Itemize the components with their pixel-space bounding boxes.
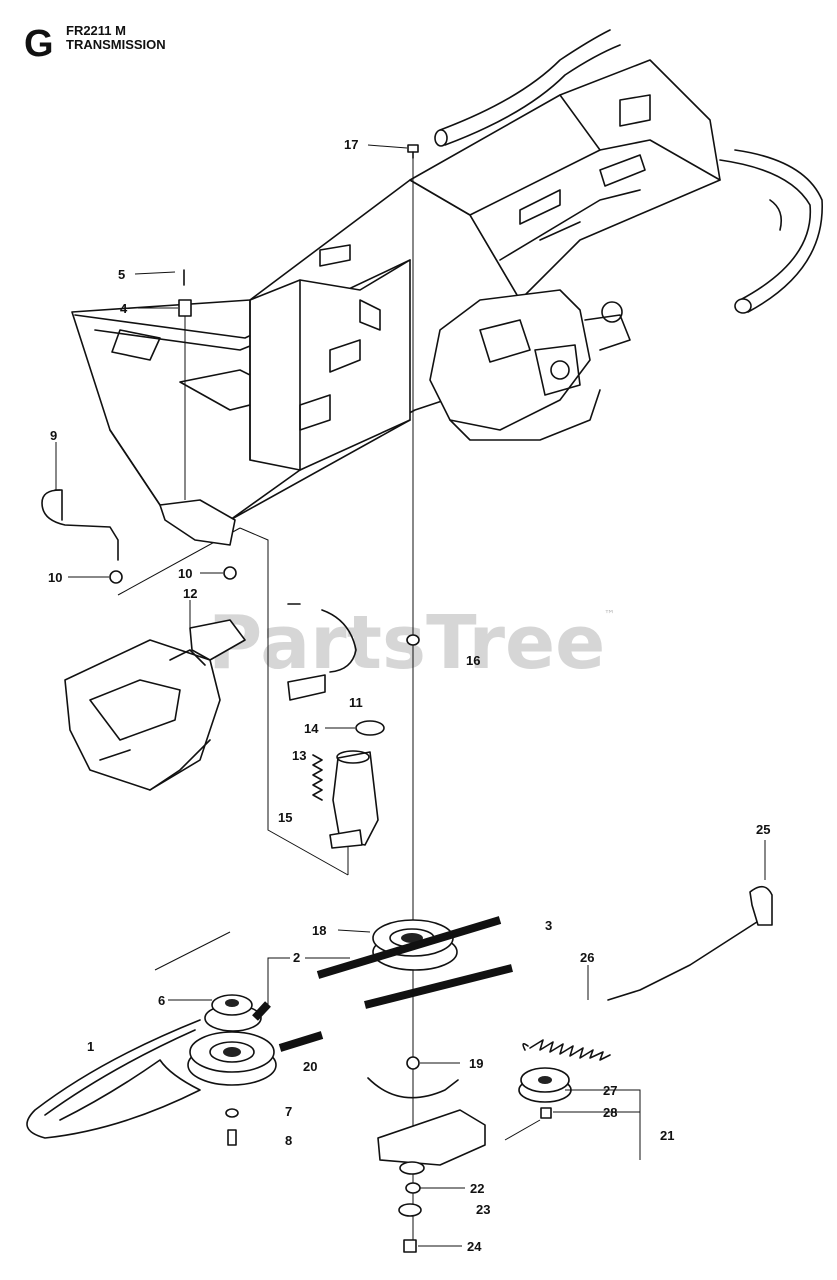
- washer-23: [398, 1203, 422, 1217]
- model-number: FR2211 M: [66, 23, 126, 38]
- nut-16: [406, 634, 420, 646]
- washer-7: [225, 1108, 239, 1118]
- spacer-4: [178, 269, 192, 500]
- callout-1: 1: [87, 1039, 94, 1054]
- callout-11: 11: [349, 695, 363, 710]
- callout-19: 19: [469, 1056, 483, 1071]
- callout-27: 27: [603, 1083, 617, 1098]
- callout-12: 12: [183, 586, 197, 601]
- pivot-bracket: [159, 499, 236, 546]
- callout-16: 16: [466, 653, 480, 668]
- bracket-12: [189, 619, 246, 661]
- callout-10-left: 10: [48, 570, 62, 585]
- section-letter: G: [24, 23, 54, 65]
- callout-14: 14: [304, 721, 319, 736]
- ring-14: [355, 720, 385, 736]
- watermark-trademark: ™: [604, 608, 615, 621]
- rod-9: [41, 489, 119, 561]
- arm-11: [321, 609, 357, 673]
- belt-end-20: [278, 1031, 324, 1052]
- watermark: PartsTree ™: [208, 600, 615, 686]
- callout-5: 5: [118, 267, 125, 282]
- bolt-17: [407, 144, 419, 159]
- spring-15: [312, 754, 323, 801]
- cable: [607, 919, 761, 1001]
- callout-7: 7: [285, 1104, 292, 1119]
- bolt-28: [540, 1107, 552, 1119]
- cable-end-25: [749, 885, 773, 926]
- idler-arm: [367, 1077, 459, 1099]
- callout-13: 13: [292, 748, 306, 763]
- chassis-frame: [71, 29, 823, 521]
- idler-pulley-27: [518, 1067, 572, 1103]
- callout-17: 17: [344, 137, 358, 152]
- bolt-8: [227, 1129, 237, 1146]
- callout-18: 18: [312, 923, 326, 938]
- nut-10-right: [223, 566, 237, 580]
- callout-15: 15: [278, 810, 292, 825]
- header: G FR2211 M TRANSMISSION: [24, 23, 166, 65]
- callout-4: 4: [120, 301, 128, 316]
- callout-28: 28: [603, 1105, 617, 1120]
- belt-end-2: [252, 1001, 271, 1021]
- callout-22: 22: [470, 1181, 484, 1196]
- callout-6: 6: [158, 993, 165, 1008]
- watermark-text: PartsTree: [208, 600, 605, 686]
- leader-lines: [55, 144, 766, 1247]
- callout-3: 3: [545, 918, 552, 933]
- nut-10-left: [109, 570, 123, 584]
- callout-2: 2: [293, 950, 300, 965]
- nut-19: [406, 1056, 420, 1070]
- callout-23: 23: [476, 1202, 490, 1217]
- callout-21: 21: [660, 1128, 674, 1143]
- section-title: TRANSMISSION: [66, 37, 166, 52]
- callout-8: 8: [285, 1133, 292, 1148]
- callout-9: 9: [50, 428, 57, 443]
- belt-segment-2: [316, 916, 502, 979]
- callout-26: 26: [580, 950, 594, 965]
- spring-26: [529, 1039, 611, 1061]
- pulley-6: [204, 994, 262, 1032]
- callout-10-right: 10: [178, 566, 192, 581]
- belt-segment-3: [364, 964, 513, 1009]
- idler-bracket: [377, 1109, 486, 1166]
- callout-24: 24: [467, 1239, 482, 1254]
- transaxle-housing: [64, 639, 221, 791]
- sleeve-13: [332, 751, 379, 846]
- callout-25: 25: [756, 822, 770, 837]
- callouts: 17 5 4 9 10 10 12 16 11 14 13 15 25 18 3…: [48, 137, 770, 1254]
- pulley-20: [187, 1031, 277, 1086]
- washer-22: [405, 1182, 421, 1194]
- callout-20: 20: [303, 1059, 317, 1074]
- pulley-18: [372, 919, 458, 971]
- bolt-24: [403, 1239, 417, 1253]
- belt-1: [26, 1019, 201, 1139]
